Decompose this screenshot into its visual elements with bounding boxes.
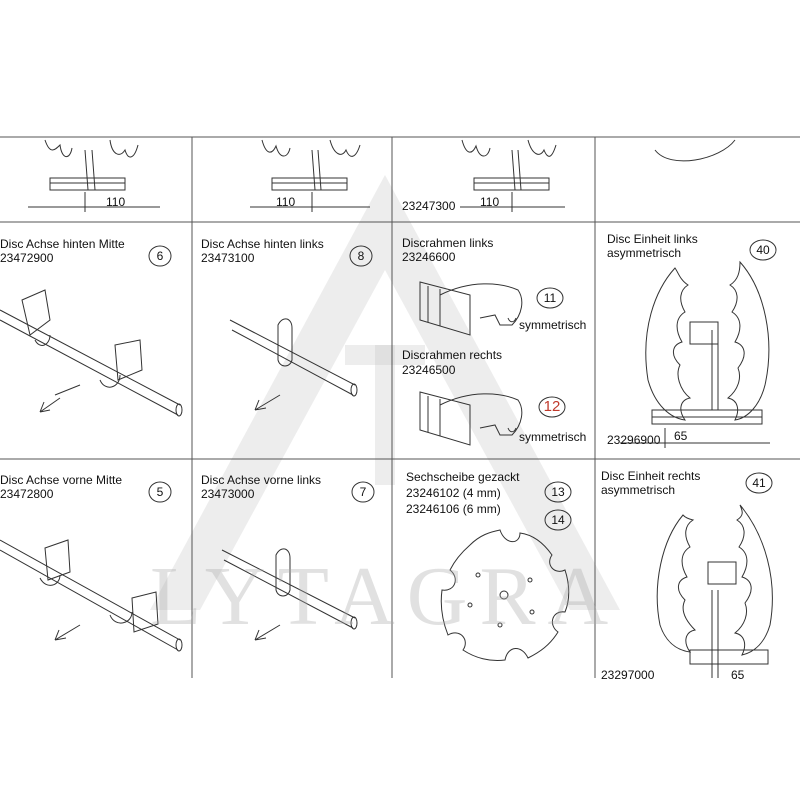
position-balloons [148,239,777,531]
part-number: 23473000 [201,487,255,501]
part-number: 23247300 [402,199,456,213]
position-number: 13 [551,485,565,499]
part-number: 23472900 [0,251,54,265]
position-number-highlighted: 12 [543,398,561,415]
position-number: 14 [551,513,565,527]
watermark-logo-shape [150,175,620,610]
part-number: 23246106 (6 mm) [406,502,501,516]
part-number: 23246500 [402,363,456,377]
dim-label: 110 [480,195,500,209]
part-number: 23473100 [201,251,255,265]
part-title: Disc Achse vorne links [201,473,322,487]
position-number: 6 [156,249,164,263]
dim-label: 65 [674,429,688,443]
part-title: Disc Achse vorne Mitte [0,473,123,487]
part-number: 23246102 (4 mm) [406,486,501,500]
frame-drawings [419,281,523,446]
part-subtitle: asymmetrisch [607,246,682,260]
part-title: Sechscheibe gezackt [406,470,520,484]
part-title: Disc Achse hinten Mitte [0,237,125,251]
position-number: 5 [156,485,164,499]
part-number: 23297000 [601,668,655,682]
note-label: symmetrisch [519,318,587,332]
part-number: 23472800 [0,487,54,501]
part-title: Disc Einheit rechts [601,469,701,483]
disc-unit-drawings [620,260,773,678]
note-label: symmetrisch [519,430,587,444]
position-number: 41 [752,476,766,490]
dim-label: 110 [276,195,296,209]
position-number: 7 [359,485,367,499]
dim-label: 65 [731,668,745,682]
part-title: Disc Achse hinten links [201,237,324,251]
table-grid [0,136,800,678]
position-number: 40 [756,243,770,257]
part-title: Discrahmen links [402,236,494,250]
watermark-text: LYTAGRA [150,550,621,643]
top-row-drawings [28,139,736,212]
part-number: 23246600 [402,250,456,264]
part-title: Discrahmen rechts [402,348,503,362]
position-number: 11 [543,291,557,305]
part-title: Disc Einheit links [607,232,698,246]
axle-drawings [0,289,358,652]
serrated-disc-drawing [440,529,570,661]
position-number: 8 [357,249,365,263]
part-subtitle: asymmetrisch [601,483,676,497]
dim-label: 110 [106,195,126,209]
part-number: 23296900 [607,433,661,447]
